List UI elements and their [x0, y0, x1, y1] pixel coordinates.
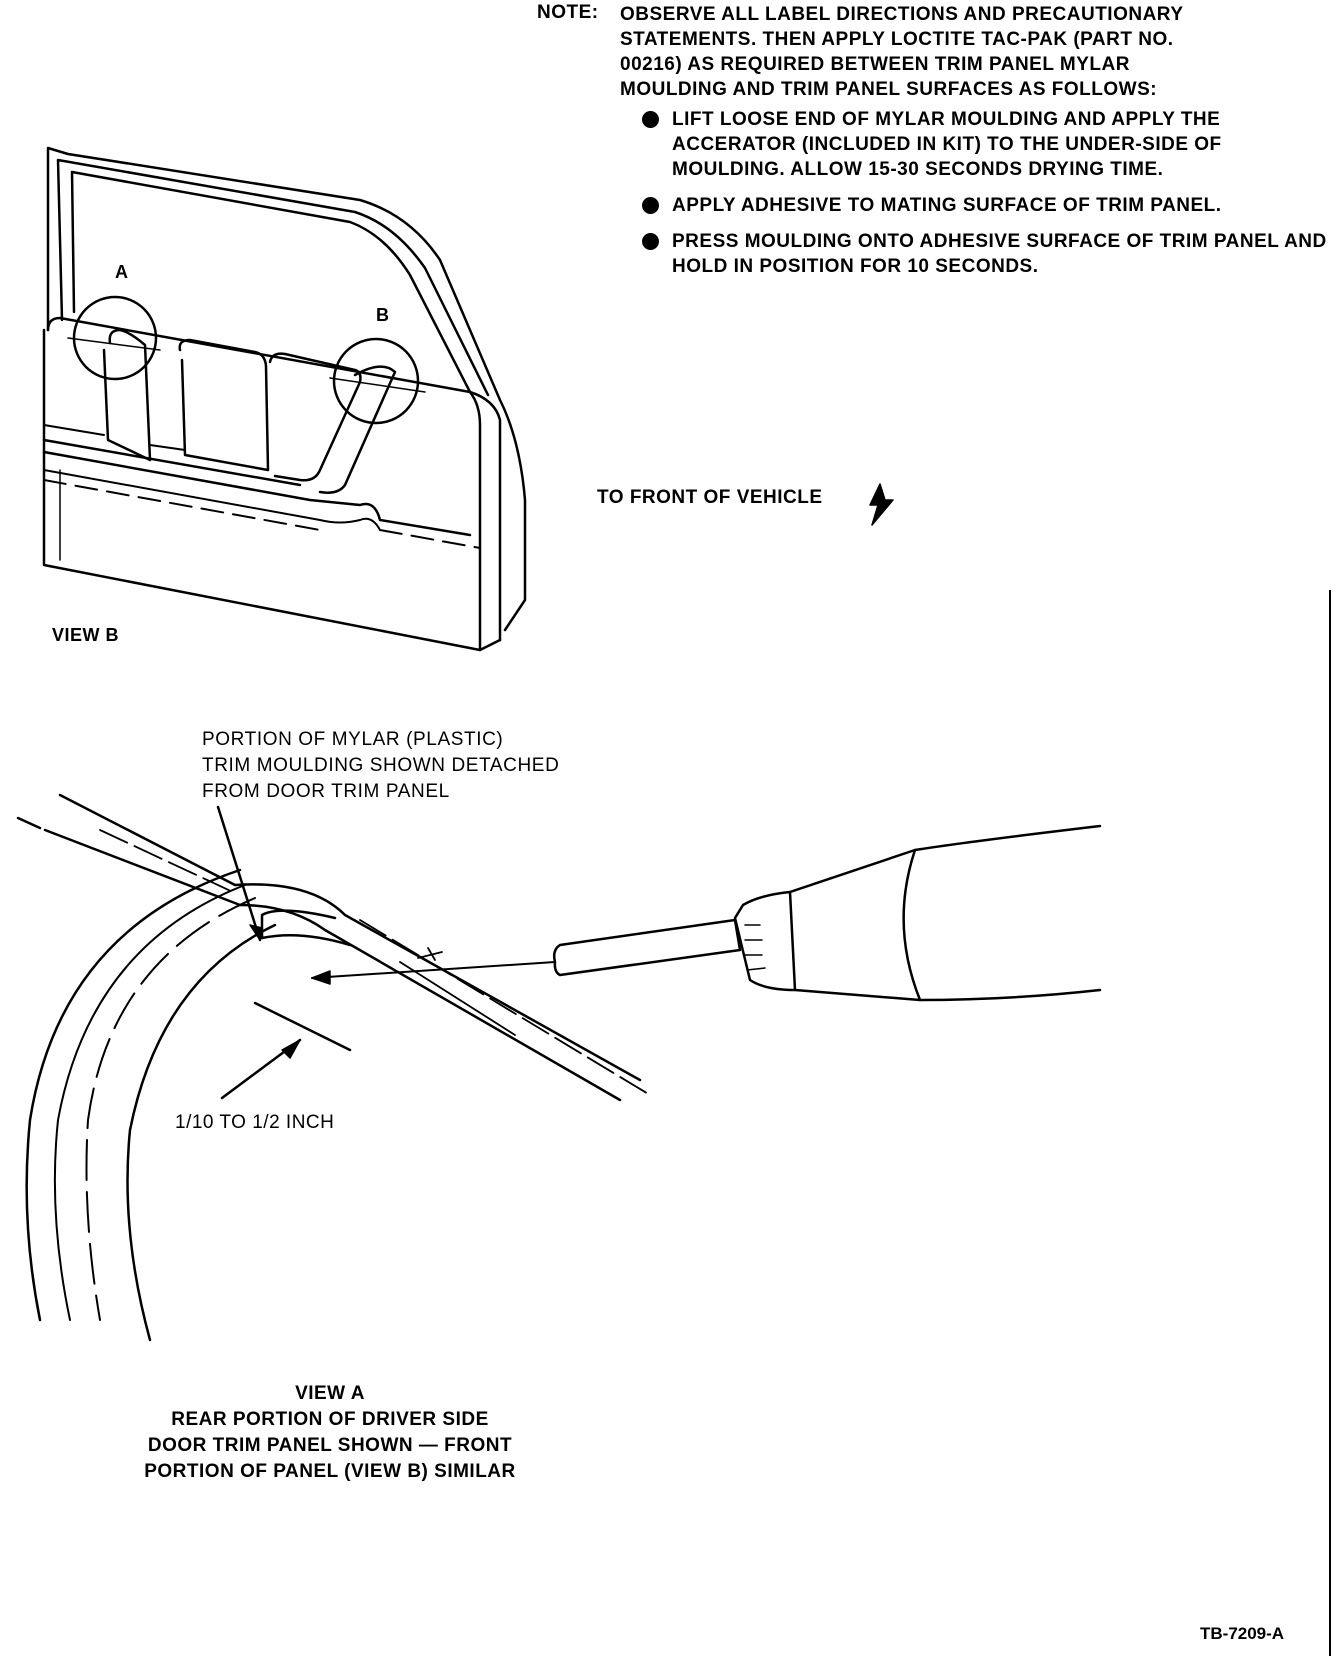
front-arrow-icon — [869, 483, 894, 526]
instruction-text: LIFT LOOSE END OF MYLAR MOULDING AND APP… — [672, 109, 1222, 180]
instruction-item: PRESS MOULDING ONTO ADHESIVE SURFACE OF … — [642, 229, 1332, 279]
bullet-icon — [642, 233, 659, 250]
circle-a-label: A — [115, 262, 129, 282]
note-label: NOTE: — [537, 2, 599, 23]
circle-b-label: B — [376, 305, 390, 325]
moulding-callout: PORTION OF MYLAR (PLASTIC) TRIM MOULDING… — [202, 729, 560, 802]
instruction-item: APPLY ADHESIVE TO MATING SURFACE OF TRIM… — [642, 193, 1332, 218]
note-text: OBSERVE ALL LABEL DIRECTIONS AND PRECAUT… — [620, 4, 1184, 100]
front-of-vehicle-label: TO FRONT OF VEHICLE — [597, 487, 823, 508]
bullet-icon — [642, 111, 659, 128]
instruction-item: LIFT LOOSE END OF MYLAR MOULDING AND APP… — [642, 107, 1332, 182]
instruction-text: APPLY ADHESIVE TO MATING SURFACE OF TRIM… — [672, 195, 1222, 216]
bullet-icon — [642, 197, 659, 214]
instruction-list: LIFT LOOSE END OF MYLAR MOULDING AND APP… — [642, 107, 1332, 290]
dimension-label: 1/10 TO 1/2 INCH — [175, 1112, 335, 1133]
page-edge-rule — [1329, 590, 1331, 1656]
view-b-title: VIEW B — [52, 625, 120, 645]
view-a-caption: VIEW A REAR PORTION OF DRIVER SIDE DOOR … — [144, 1383, 516, 1482]
reference-number: TB-7209-A — [1200, 1624, 1285, 1643]
moulding-closeup-drawing — [16, 793, 1102, 1342]
door-trim-panel-drawing — [42, 146, 527, 652]
instruction-text: PRESS MOULDING ONTO ADHESIVE SURFACE OF … — [672, 231, 1327, 277]
